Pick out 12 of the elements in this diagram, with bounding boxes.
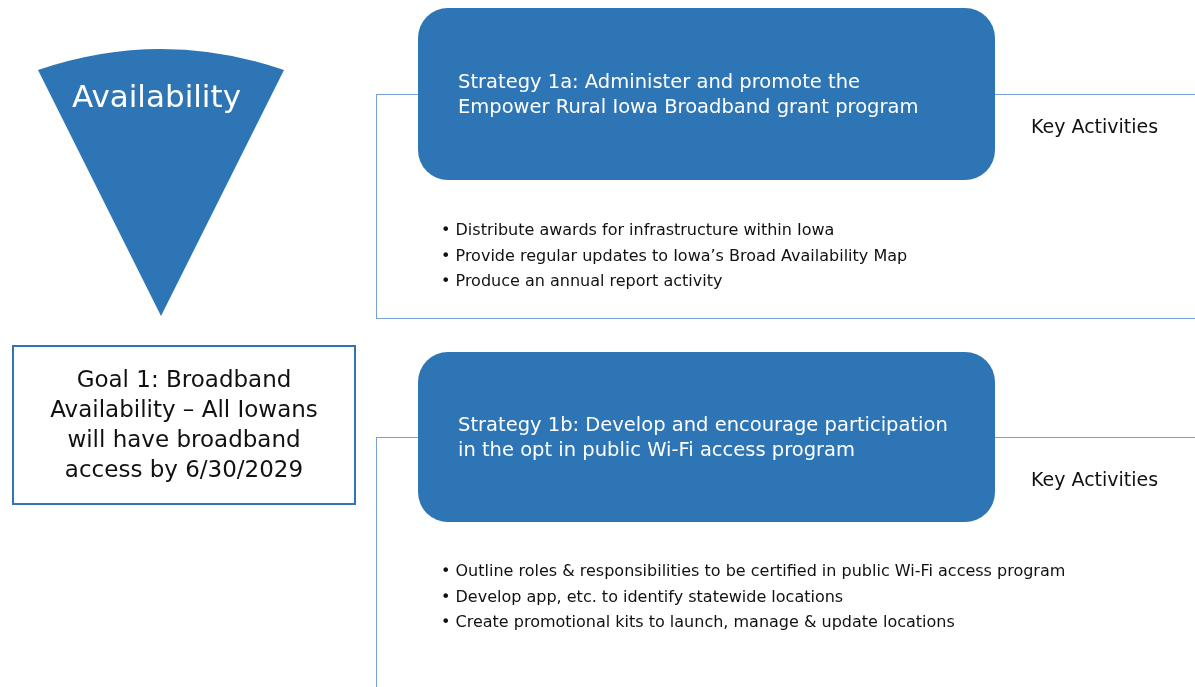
bullet-item: • Create promotional kits to launch, manage & update locations — [441, 611, 956, 634]
bullet-item: • Provide regular updates to Iowa’s Broad Availability Map — [441, 244, 909, 267]
bullet-item: • Produce an annual report activity — [441, 270, 724, 293]
strategy-box: Strategy 1b: Develop and encourage participation in the opt in public Wi-Fi access program — [418, 352, 995, 522]
goal-box: Goal 1: Broadband Availability – All Iowans will have broadband access by 6/30/2029 — [12, 345, 356, 505]
section-heading: Key Activities — [1031, 468, 1159, 490]
bullet-item: • Outline roles & responsibilities to be certified in public Wi-Fi access program — [441, 560, 1067, 582]
bullet-item: • Distribute awards for infrastructure within Iowa — [441, 219, 836, 241]
bullet-item: • Develop app, etc. to identify statewide locations — [441, 585, 845, 608]
section-heading: Key Activities — [1031, 115, 1159, 137]
strategy-box: Strategy 1a: Administer and promote the Empower Rural Iowa Broadband grant program — [418, 8, 995, 180]
wedge-title: Availability — [72, 78, 241, 114]
